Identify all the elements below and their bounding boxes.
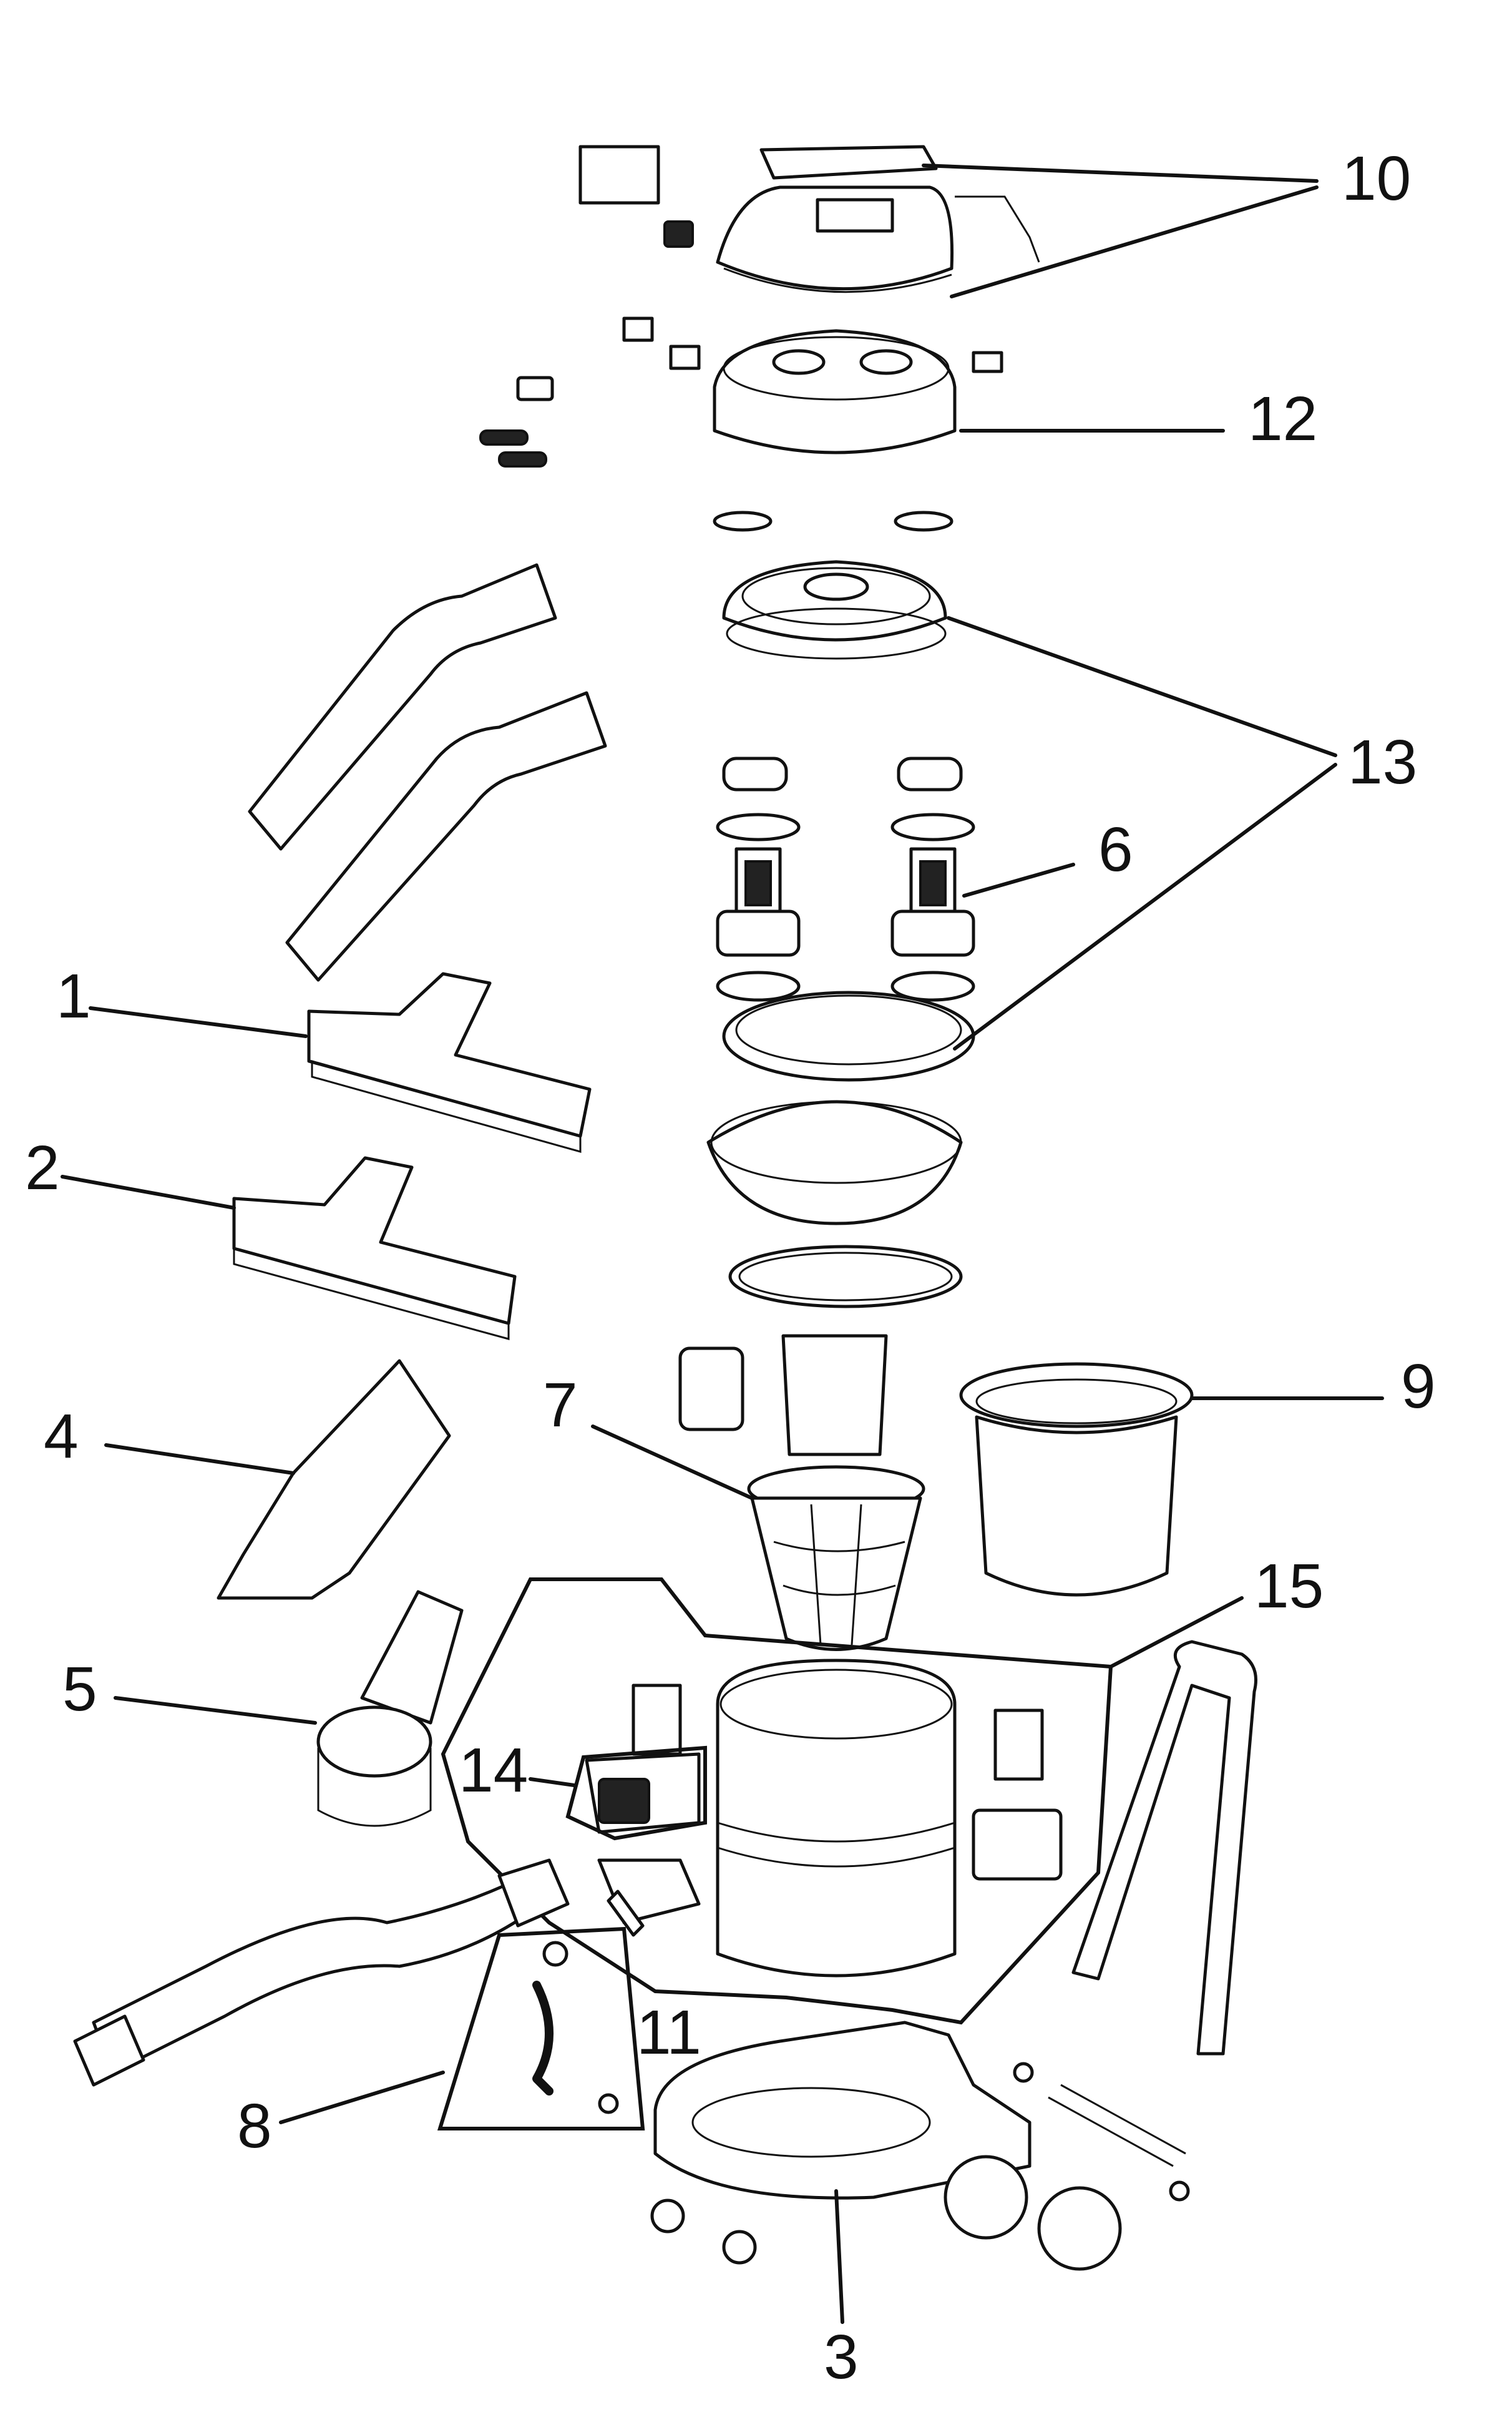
part-3-base-cart	[650, 1640, 1257, 2271]
callout-7: 7	[543, 1370, 578, 1440]
part-10-motor-cover	[578, 145, 1040, 293]
callout-8: 8	[237, 2091, 272, 2161]
part-11-latch	[607, 1890, 645, 1937]
part-9-bag-container	[959, 1362, 1194, 1597]
leader-lines	[61, 164, 1384, 2324]
callout-14: 14	[459, 1735, 528, 1805]
part-4-crevice-tool	[217, 1359, 451, 1600]
callout-3: 3	[824, 2322, 859, 2392]
callout-1: 1	[56, 961, 91, 1031]
label-plate-icon	[578, 145, 660, 205]
part-14-switch-assembly	[565, 1745, 707, 1841]
callout-2: 2	[25, 1133, 60, 1203]
callout-11: 11	[637, 1998, 701, 2067]
callout-9: 9	[1401, 1351, 1436, 1421]
part-12-head-body	[479, 316, 1003, 468]
callout-13: 13	[1348, 727, 1417, 797]
callout-6: 6	[1098, 815, 1133, 885]
part-15-tank-frame	[441, 1577, 1113, 2025]
callout-12: 12	[1248, 384, 1317, 454]
callout-4: 4	[44, 1401, 79, 1471]
part-2-squeegee	[232, 1156, 517, 1340]
part-5-round-brush	[316, 1590, 464, 1827]
connector-icon	[622, 316, 654, 342]
vacuum-hose	[73, 1858, 570, 2087]
callout-15: 15	[1254, 1551, 1324, 1621]
extension-tubes	[248, 563, 607, 982]
part-8-drain-hose	[437, 1926, 645, 2130]
part-7-filter-basket	[678, 1334, 925, 1651]
callout-10: 10	[1342, 144, 1411, 213]
callout-5: 5	[62, 1654, 97, 1724]
part-1-floor-brush	[307, 972, 592, 1153]
part-13-motor-plate-assembly	[706, 511, 975, 1308]
part-6-motors	[716, 757, 975, 1002]
